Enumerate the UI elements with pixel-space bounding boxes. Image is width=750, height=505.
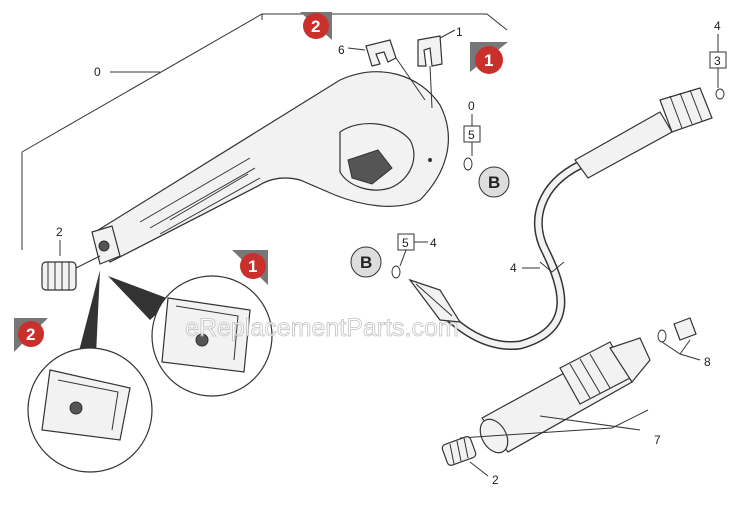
nozzle bbox=[673, 317, 697, 341]
oring-mid bbox=[391, 265, 401, 279]
callout-oring-group-top: 5 bbox=[468, 128, 475, 142]
callout-zero-mid: 0 bbox=[468, 99, 475, 113]
callout-spring-left: 2 bbox=[56, 225, 63, 239]
badge-top-right: 1 bbox=[470, 42, 508, 74]
spray-gun-body bbox=[91, 71, 449, 265]
badge-left: 2 bbox=[14, 318, 48, 352]
callout-clip-a: 1 bbox=[456, 25, 463, 39]
callout-nozzle: 8 bbox=[704, 355, 711, 369]
callout-lance: 7 bbox=[654, 433, 661, 447]
gun-bracket bbox=[21, 13, 508, 250]
svg-text:2: 2 bbox=[311, 17, 320, 36]
clip-part-1 bbox=[417, 35, 443, 67]
callout-oring-small: 3 bbox=[714, 54, 721, 68]
watermark: eReplacementParts.com bbox=[185, 314, 459, 342]
callout-clip-b: 6 bbox=[338, 43, 345, 57]
svg-text:B: B bbox=[488, 173, 500, 192]
lance bbox=[479, 337, 651, 454]
callout-hose-top: 4 bbox=[714, 19, 721, 33]
callout-oring-group-mid: 5 bbox=[402, 236, 409, 250]
clip-part-6 bbox=[365, 39, 397, 67]
callout-hose-bend: 4 bbox=[510, 261, 517, 275]
spring-left bbox=[41, 261, 77, 291]
oring-nozzle bbox=[657, 329, 667, 343]
badge-mid: 1 bbox=[232, 250, 268, 285]
hose bbox=[408, 87, 713, 351]
svg-text:1: 1 bbox=[484, 51, 493, 70]
svg-text:B: B bbox=[360, 253, 372, 272]
marker-b-upper: B bbox=[478, 166, 510, 198]
svg-text:2: 2 bbox=[26, 325, 35, 344]
svg-text:1: 1 bbox=[248, 257, 257, 276]
callout-hose-mid: 4 bbox=[430, 236, 437, 250]
badge-top-center: 2 bbox=[300, 12, 332, 40]
oring-small bbox=[715, 88, 725, 100]
callout-spring-right: 2 bbox=[492, 473, 499, 487]
callout-gun-assembly: 0 bbox=[94, 65, 101, 79]
spring-right bbox=[441, 436, 477, 466]
oring-top bbox=[463, 157, 473, 171]
marker-b-lower: B bbox=[350, 246, 382, 278]
